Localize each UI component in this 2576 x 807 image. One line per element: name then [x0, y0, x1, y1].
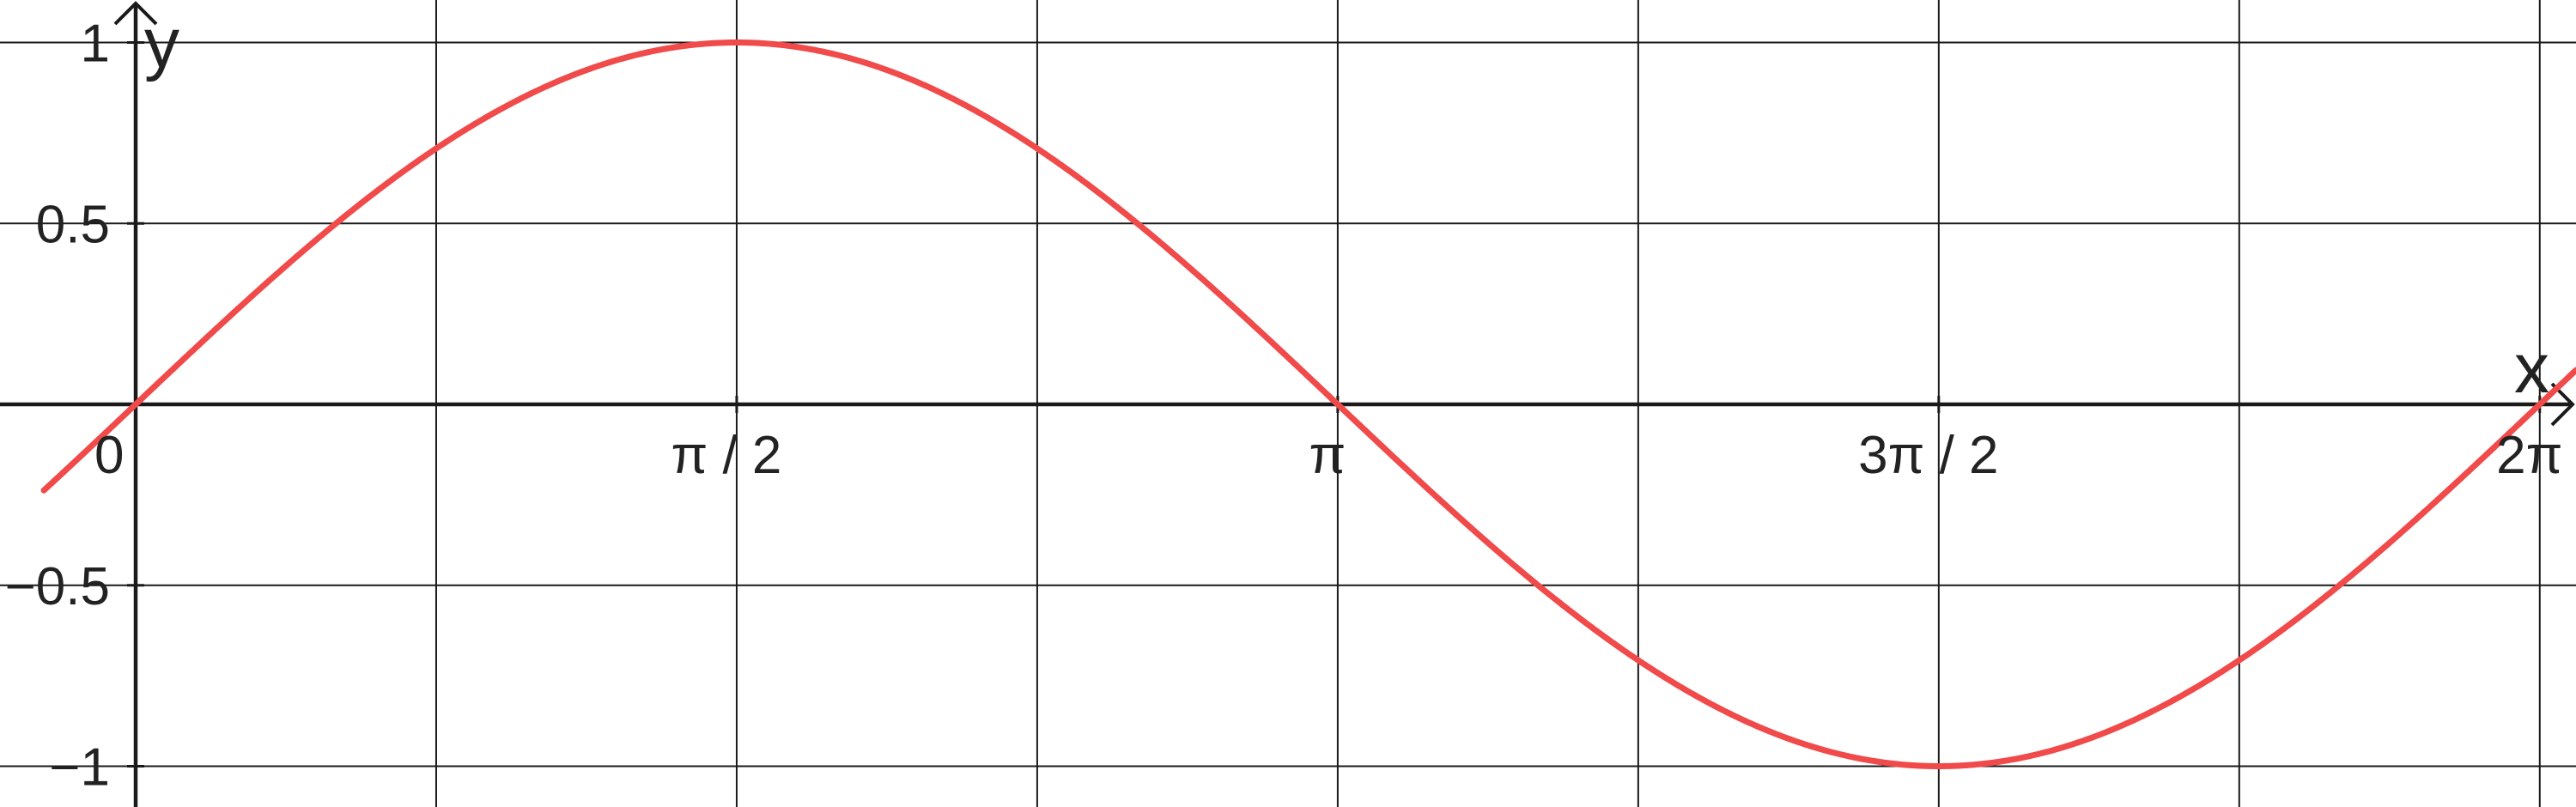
x-tick-label: 0: [94, 426, 124, 485]
tick-labels: 0 π / 2 π 3π / 2 2π 1 0.5 −0.5 −1: [5, 15, 2563, 798]
x-tick-label: 3π / 2: [1858, 426, 1998, 485]
y-tick-label: 0.5: [36, 195, 110, 254]
x-tick-label: π: [1309, 426, 1346, 485]
y-axis-label: y: [144, 4, 179, 82]
sine-series-line: [40, 39, 2576, 769]
y-tick-label: 1: [81, 15, 110, 74]
y-axis-arrow-icon: [113, 1, 158, 26]
x-tick-label: π / 2: [671, 426, 781, 485]
y-tick-label: −0.5: [5, 557, 110, 616]
x-axis-arrow-icon: [2550, 382, 2575, 427]
x-axis-label: x: [2514, 330, 2549, 408]
y-tick-label: −1: [49, 738, 110, 798]
x-tick-label: 2π: [2496, 426, 2562, 485]
curve-layer: [40, 39, 2576, 769]
